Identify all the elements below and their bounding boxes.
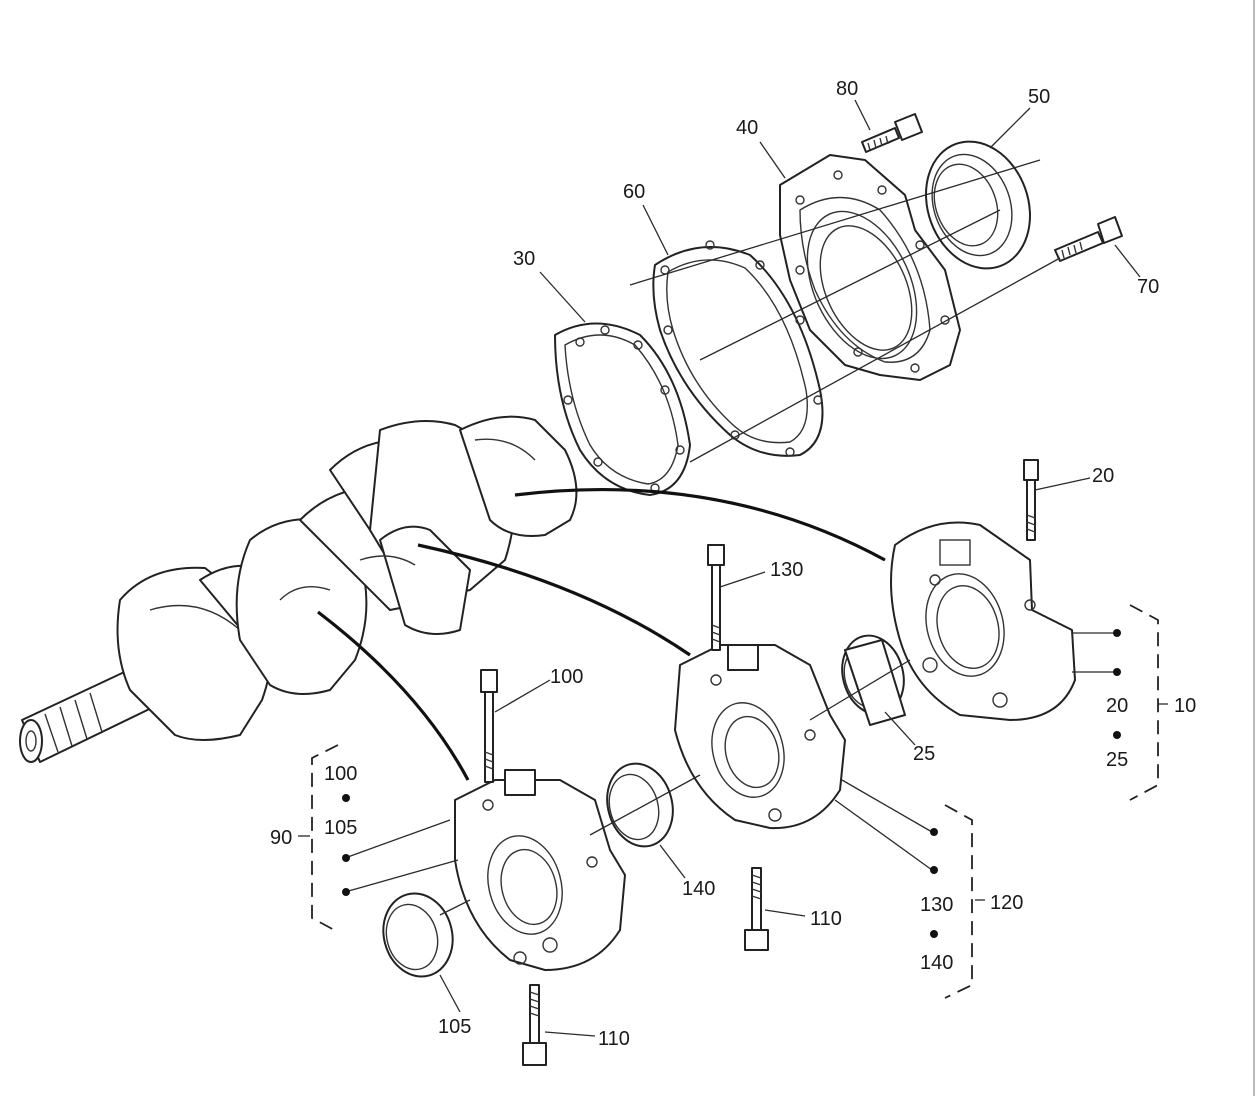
callout-140: 140 <box>682 878 715 900</box>
group-bracket-120 <box>944 804 973 999</box>
assembly-arrows <box>317 488 886 781</box>
group-bracket-10 <box>1129 604 1159 801</box>
callout-110-upper: 110 <box>810 908 842 930</box>
callout-140-group: 140 <box>920 952 953 974</box>
gasket-30 <box>554 322 691 496</box>
callout-105: 105 <box>438 1016 471 1038</box>
seal-housing-40 <box>779 154 961 381</box>
callout-90: 90 <box>270 827 292 849</box>
leader-lines <box>298 99 1168 1037</box>
callout-25-group: 25 <box>1106 749 1128 771</box>
callout-70: 70 <box>1137 276 1159 298</box>
gasket-60 <box>652 240 824 457</box>
callout-labels: 80 50 40 60 30 70 20 130 100 25 20 10 25… <box>270 78 1196 1050</box>
callout-40: 40 <box>736 117 758 139</box>
callout-20-group: 20 <box>1106 695 1128 717</box>
bolt-20 <box>1023 459 1039 541</box>
callout-120: 120 <box>990 892 1023 914</box>
bearing-cap-120 <box>674 644 846 830</box>
bolt-80 <box>861 113 923 153</box>
bolt-70 <box>1054 216 1123 262</box>
callout-50: 50 <box>1028 86 1050 108</box>
bearing-cap-90 <box>454 769 626 971</box>
bearing-shell-140 <box>606 762 674 848</box>
callout-80: 80 <box>836 78 858 100</box>
callout-20: 20 <box>1092 465 1114 487</box>
callout-100: 100 <box>550 666 583 688</box>
callout-25: 25 <box>913 743 935 765</box>
callout-130: 130 <box>770 559 803 581</box>
callout-10: 10 <box>1174 695 1196 717</box>
bolt-110-upper <box>744 867 769 951</box>
bearing-shell-25 <box>841 634 906 726</box>
bolt-130 <box>707 544 725 651</box>
callout-110-lower: 110 <box>598 1028 630 1050</box>
callout-100-group: 100 <box>324 763 357 785</box>
callout-130-group: 130 <box>920 894 953 916</box>
oil-seal-50 <box>925 140 1031 270</box>
crankshaft <box>19 415 578 763</box>
bearing-shell-105 <box>382 892 454 978</box>
bearing-cap-10 <box>890 521 1076 721</box>
group-bracket-90 <box>311 744 339 933</box>
bolt-100 <box>480 669 498 783</box>
callout-60: 60 <box>623 181 645 203</box>
callout-105-group: 105 <box>324 817 357 839</box>
group-bullets <box>342 629 1121 938</box>
callout-30: 30 <box>513 248 535 270</box>
assembly-axis-lines <box>439 159 1061 916</box>
bolt-110-lower <box>522 984 547 1066</box>
